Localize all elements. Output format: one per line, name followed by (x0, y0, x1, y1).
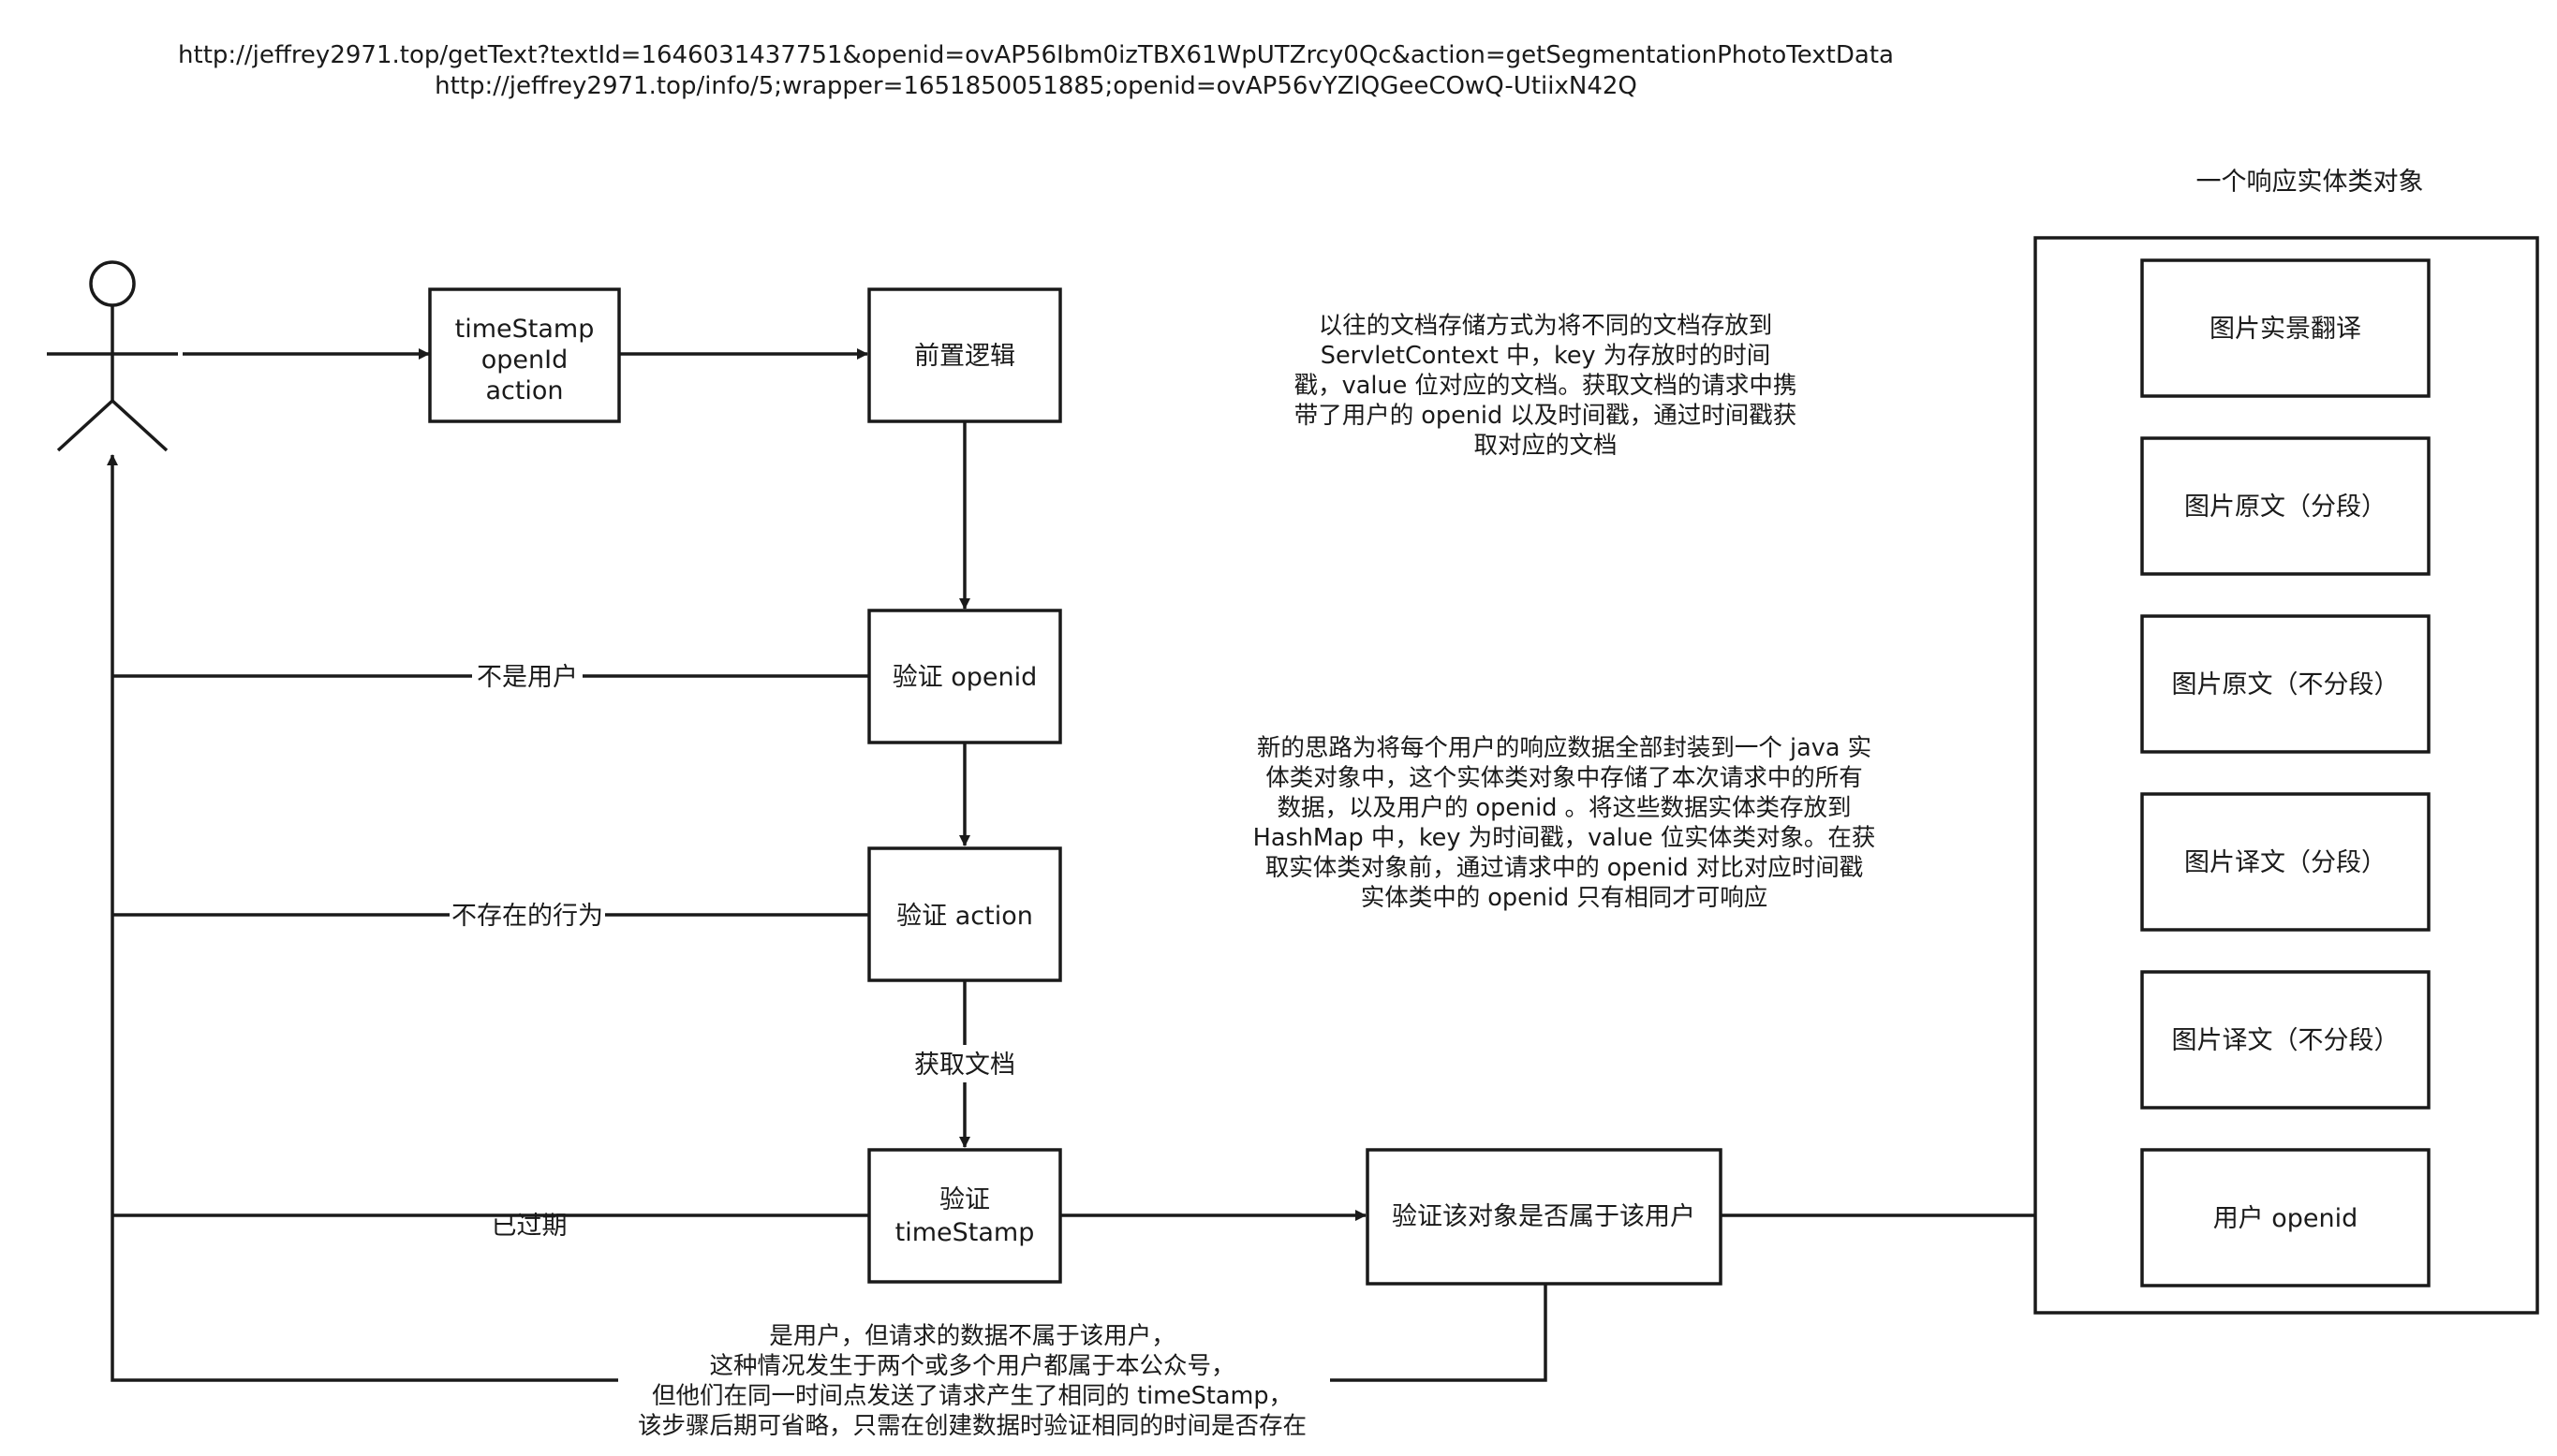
entity-field-label: 图片译文（分段） (2184, 848, 2387, 877)
node-verify-timestamp-line-2: timeStamp (895, 1218, 1035, 1247)
entity-field: 图片实景翻译 (2140, 258, 2431, 398)
entity-title: 一个响应实体类对象 (2196, 168, 2424, 197)
note-new-line-2: 体类对象中，这个实体类对象中存储了本次请求中的所有 (1265, 764, 1863, 792)
note-new-line-1: 新的思路为将每个用户的响应数据全部封装到一个 java 实 (1257, 734, 1871, 762)
note-new-approach: 新的思路为将每个用户的响应数据全部封装到一个 java 实 体类对象中，这个实体… (1253, 734, 1876, 912)
node-params-line-2: openId (481, 346, 568, 375)
note-old-line-3: 戳，value 位对应的文档。获取文档的请求中携 (1294, 372, 1797, 400)
entity-field-label: 图片译文（不分段） (2172, 1026, 2400, 1055)
entity-field-label: 图片原文（不分段） (2172, 670, 2400, 699)
note-bottom-line-1: 是用户，但请求的数据不属于该用户， (769, 1322, 1175, 1350)
note-old-approach: 以往的文档存储方式为将不同的文档存放到 ServletContext 中，key… (1294, 312, 1797, 460)
entity-field: 图片译文（不分段） (2140, 970, 2431, 1110)
entity-field-label: 图片实景翻译 (2210, 315, 2361, 344)
note-new-line-4: HashMap 中，key 为时间戳，value 位实体类对象。在获 (1253, 824, 1876, 852)
node-params: timeStamp openId action (428, 287, 621, 423)
entity-field-label: 图片原文（分段） (2184, 493, 2387, 522)
note-old-line-1: 以往的文档存储方式为将不同的文档存放到 (1319, 312, 1773, 340)
node-verify-openid-label: 验证 openid (893, 663, 1038, 692)
note-bottom-line-2: 这种情况发生于两个或多个用户都属于本公众号， (709, 1352, 1234, 1380)
entity-field: 图片译文（分段） (2140, 792, 2431, 932)
note-new-line-3: 数据，以及用户的 openid 。将这些数据实体类存放到 (1277, 794, 1851, 822)
node-params-line-3: action (485, 376, 563, 405)
edge-label-get-doc: 获取文档 (914, 1051, 1015, 1080)
note-bottom-line-4: 该步骤后期可省略，只需在创建数据时验证相同的时间是否存在 (638, 1412, 1307, 1440)
user-actor-icon (47, 260, 178, 452)
edge-label-expired: 已过期 (492, 1212, 568, 1241)
node-verify-timestamp-line-1: 验证 (939, 1185, 990, 1214)
node-verify-action-label: 验证 action (896, 902, 1033, 931)
entity-field: 图片原文（不分段） (2140, 614, 2431, 754)
node-verify-owner-label: 验证该对象是否属于该用户 (1392, 1202, 1695, 1231)
node-verify-timestamp: 验证 timeStamp (867, 1148, 1062, 1284)
edge-labels: 不是用户 不存在的行为 获取文档 已过期 (450, 657, 1023, 1241)
edge-owner-reject (107, 454, 1547, 1382)
entity-object: 一个响应实体类对象 图片实景翻译 图片原文（分段） 图片原文（不分段） 图片译文… (2033, 168, 2539, 1315)
node-verify-action: 验证 action (867, 846, 1062, 982)
entity-field: 图片原文（分段） (2140, 436, 2431, 576)
node-pre-logic: 前置逻辑 (867, 287, 1062, 423)
note-old-line-2: ServletContext 中，key 为存放时的时间 (1321, 342, 1770, 370)
note-new-line-5: 取实体类对象前，通过请求中的 openid 对比对应时间戳 (1265, 854, 1864, 882)
note-new-line-6: 实体类中的 openid 只有相同才可响应 (1361, 884, 1768, 912)
note-bottom-line-3: 但他们在同一时间点发送了请求产生了相同的 timeStamp， (652, 1382, 1293, 1410)
note-old-line-4: 带了用户的 openid 以及时间戳，通过时间戳获 (1294, 402, 1797, 430)
note-old-line-5: 取对应的文档 (1473, 432, 1617, 460)
url-line-2: http://jeffrey2971.top/info/5;wrapper=16… (435, 72, 1637, 100)
url-line-1: http://jeffrey2971.top/getText?textId=16… (178, 41, 1894, 69)
note-bottom: 是用户，但请求的数据不属于该用户， 这种情况发生于两个或多个用户都属于本公众号，… (618, 1318, 1330, 1449)
node-pre-logic-label: 前置逻辑 (914, 342, 1015, 371)
entity-field: 用户 openid (2140, 1148, 2431, 1287)
edge-label-not-user: 不是用户 (477, 663, 578, 692)
node-params-line-1: timeStamp (455, 315, 595, 344)
entity-container (2033, 236, 2539, 1315)
edge-label-invalid-action: 不存在的行为 (451, 902, 603, 931)
entity-field-label: 用户 openid (2213, 1204, 2358, 1233)
node-verify-owner: 验证该对象是否属于该用户 (1366, 1148, 1722, 1286)
node-verify-openid: 验证 openid (867, 609, 1062, 744)
